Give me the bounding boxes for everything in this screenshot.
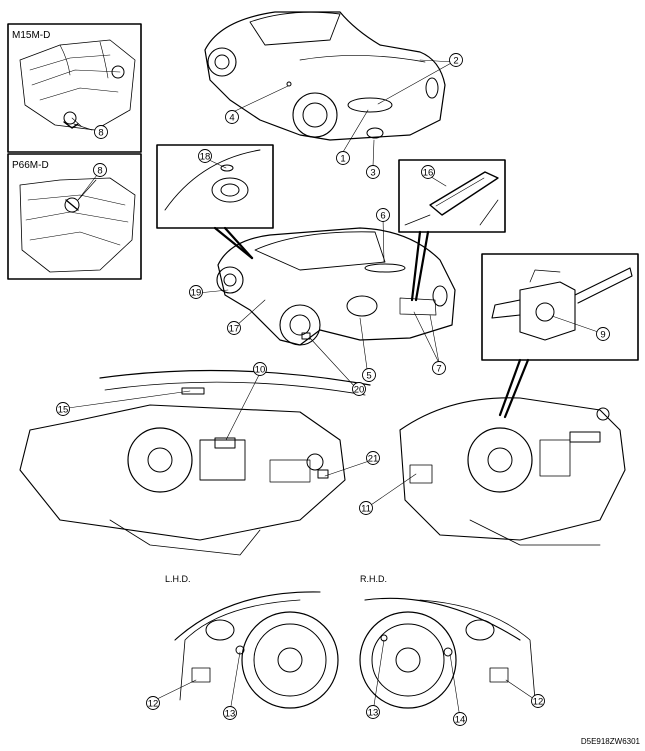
callout-15: 15 [58,405,69,416]
view-label-lhd: L.H.D. [165,574,191,584]
callout-12-lhd: 12 [148,699,159,710]
callout-17: 17 [229,324,240,335]
callout-marker-19 [189,285,203,299]
callout-10: 10 [255,365,266,376]
callout-4: 4 [229,113,234,124]
callout-marker-14 [453,712,467,726]
callout-marker-21 [366,451,380,465]
callout-20: 20 [354,385,365,396]
callout-21: 21 [368,454,379,465]
callout-marker-3 [366,165,380,179]
callout-marker-12a [146,696,160,710]
callout-marker-20 [352,382,366,396]
callout-markers [56,53,610,726]
callout-marker-5 [362,368,376,382]
callout-marker-16 [421,165,435,179]
inset-m15m-transmission: M15M-D [7,23,142,153]
callout-13-lhd: 13 [225,709,236,720]
inset-fuel-lid-switch [156,144,274,260]
dashboard-left-view [19,369,371,556]
callout-marker-8b [93,163,107,177]
callout-marker-13b [366,705,380,719]
callout-marker-11 [359,501,373,515]
callout-marker-1 [336,151,350,165]
inset-p66m-transmission: P66M-D [7,153,142,280]
callout-marker-12b [531,694,545,708]
callout-16: 16 [423,168,434,179]
callout-marker-18 [198,149,212,163]
callout-1: 1 [340,154,345,165]
callout-8-p66m: 8 [97,166,102,177]
figure-code: D5E918ZW6301 [581,737,641,746]
callout-marker-2 [449,53,463,67]
inset-combination-switch [481,253,639,419]
leader-lines [67,59,602,719]
front-car-illustration [204,11,446,141]
callout-marker-10 [253,362,267,376]
callout-marker-15 [56,402,70,416]
callout-marker-4 [225,110,239,124]
callout-marker-13a [223,706,237,720]
view-label-rhd: R.H.D. [360,574,387,584]
dashboard-right-view [399,397,626,546]
closeup-lhd-dashboard [174,591,339,709]
callout-18: 18 [200,152,211,163]
callout-8-m15m: 8 [98,128,103,139]
callout-19: 19 [191,288,202,299]
inset-high-mount-brake-light [398,159,506,302]
callout-11: 11 [361,504,371,515]
callout-7: 7 [436,364,441,375]
callout-13-rhd: 13 [368,708,379,719]
callout-marker-9 [596,327,610,341]
callout-9: 9 [600,330,605,341]
callout-marker-6 [376,208,390,222]
closeup-rhd-dashboard [359,597,536,709]
inset-label-p66m: P66M-D [12,160,49,171]
callout-2: 2 [453,56,458,67]
callout-5: 5 [366,371,371,382]
callout-marker-17 [227,321,241,335]
inset-label-m15m: M15M-D [12,30,50,41]
callout-3: 3 [370,168,375,179]
rear-car-illustration [216,227,456,346]
callout-marker-7 [432,361,446,375]
callout-6: 6 [380,211,385,222]
callout-12-rhd: 12 [533,697,544,708]
callout-14: 14 [455,715,466,726]
callout-marker-8a [94,125,108,139]
